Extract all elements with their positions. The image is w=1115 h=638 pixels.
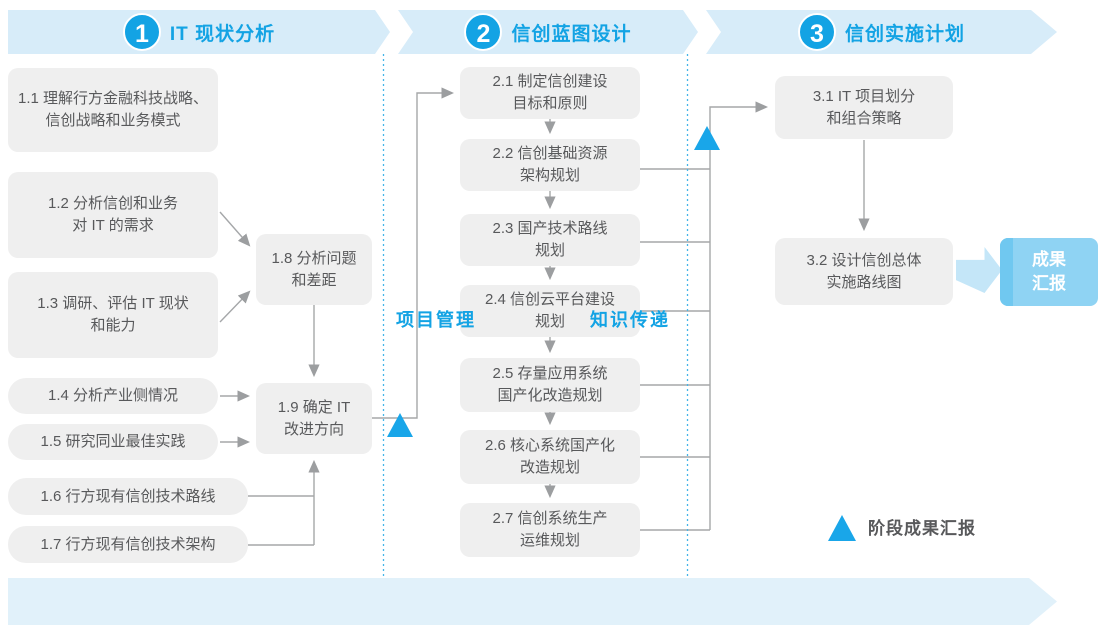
legend-label: 阶段成果汇报: [868, 519, 976, 538]
step-box-1-7: 1.7 行方现有信创技术架构: [8, 526, 248, 563]
step-box-2-1: 2.1 制定信创建设 目标和原则: [460, 67, 640, 119]
phase-title-1: IT 现状分析: [169, 23, 276, 45]
bottom-band-item-knowledge-transfer: 知识传递: [590, 310, 670, 330]
phase-number-badge-1: 1: [123, 13, 161, 51]
step-box-2-3: 2.3 国产技术路线 规划: [460, 214, 640, 266]
step-box-2-4: 2.4 信创云平台建设 规划: [460, 285, 640, 337]
step-box-1-6: 1.6 行方现有信创技术路线: [8, 478, 248, 515]
bottom-band: [8, 578, 1057, 625]
phase-title-3: 信创实施计划: [844, 23, 965, 45]
result-report-box: 成果 汇报: [1000, 238, 1098, 306]
step-box-3-2: 3.2 设计信创总体 实施路线图: [775, 238, 953, 305]
step-box-1-3: 1.3 调研、评估 IT 现状 和能力: [8, 272, 218, 358]
step-box-1-4: 1.4 分析产业侧情况: [8, 378, 218, 414]
phase-band-1: 1 IT 现状分析: [8, 10, 390, 54]
milestone-triangle-phase2: [694, 126, 720, 150]
phase-band-2: 2 信创蓝图设计: [398, 10, 698, 54]
phase-title-2: 信创蓝图设计: [511, 23, 632, 45]
milestone-triangle-phase1: [387, 413, 413, 437]
step-box-2-6: 2.6 核心系统国产化 改造规划: [460, 430, 640, 484]
step-box-1-8: 1.8 分析问题 和差距: [256, 234, 372, 305]
phase-report-triangle-icon: [828, 515, 856, 541]
step-box-2-2: 2.2 信创基础资源 架构规划: [460, 139, 640, 191]
step-box-1-9: 1.9 确定 IT 改进方向: [256, 383, 372, 454]
step-box-3-1: 3.1 IT 项目划分 和组合策略: [775, 76, 953, 139]
step-box-2-5: 2.5 存量应用系统 国产化改造规划: [460, 358, 640, 412]
phase-band-3: 3 信创实施计划: [706, 10, 1057, 54]
step-box-1-5: 1.5 研究同业最佳实践: [8, 424, 218, 460]
result-report-label: 成果 汇报: [1032, 250, 1066, 293]
bottom-band-item-project-management: 项目管理: [396, 310, 476, 330]
phase-number-badge-2: 2: [464, 13, 502, 51]
step-box-2-7: 2.7 信创系统生产 运维规划: [460, 503, 640, 557]
legend: 阶段成果汇报: [828, 514, 976, 541]
step-box-1-2: 1.2 分析信创和业务 对 IT 的需求: [8, 172, 218, 258]
phase-number-badge-3: 3: [798, 13, 836, 51]
step-box-1-1: 1.1 理解行方金融科技战略、 信创战略和业务模式: [8, 68, 218, 152]
